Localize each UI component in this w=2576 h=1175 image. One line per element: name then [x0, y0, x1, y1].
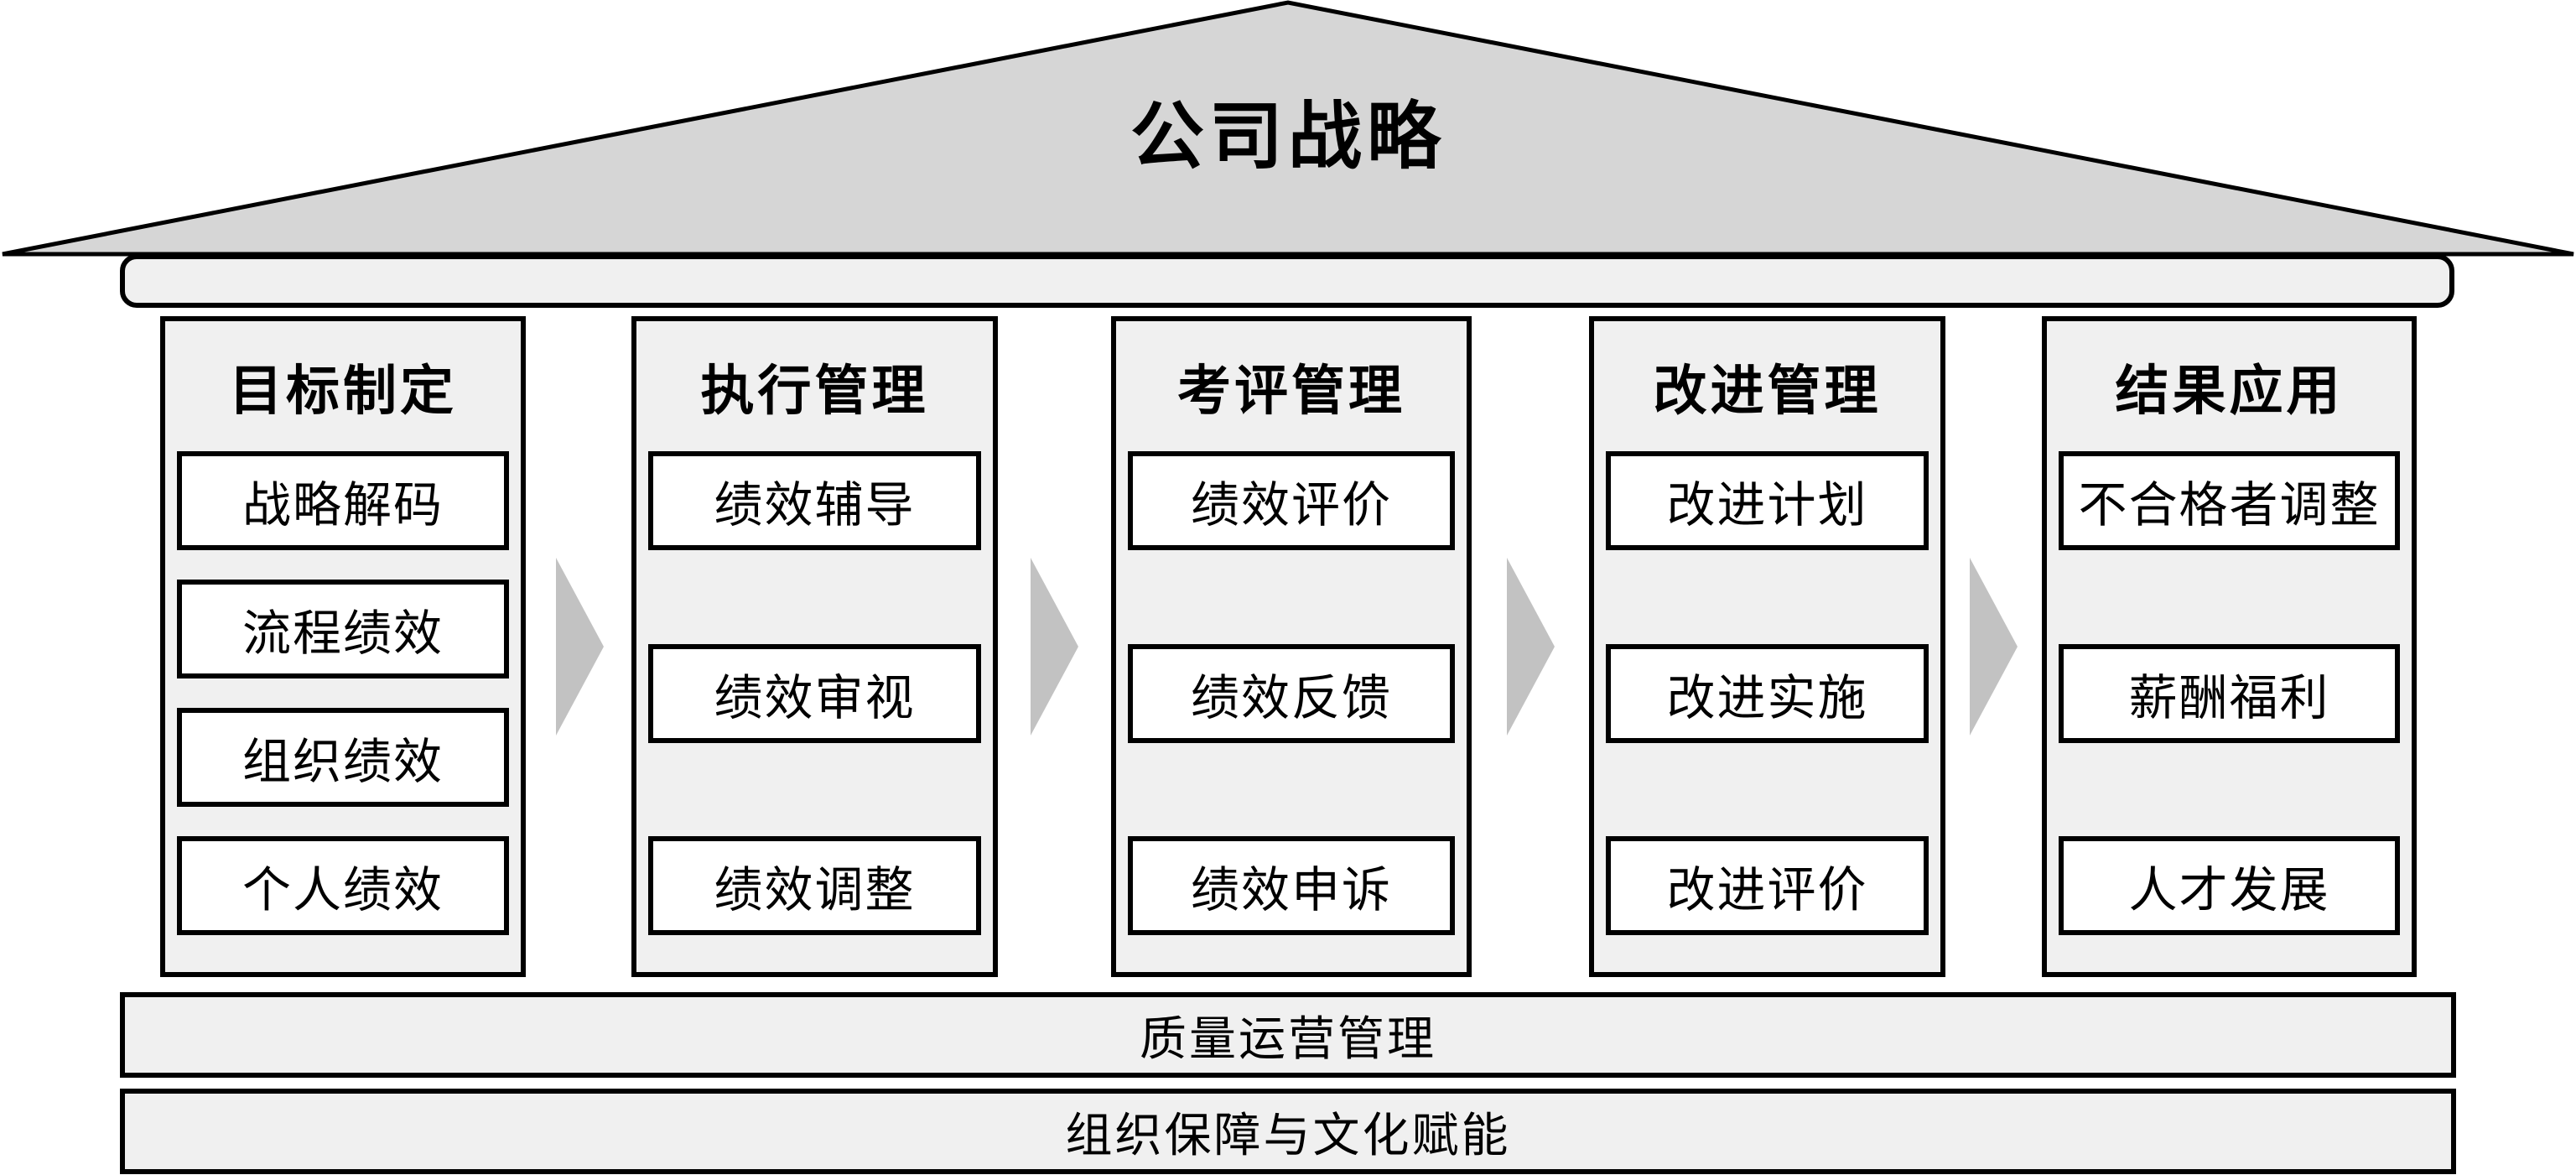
pillar-title: 结果应用 [2115, 361, 2344, 421]
foundation-bar-org-culture: 组织保障与文化赋能 [120, 1089, 2456, 1174]
pillar-box-list: 战略解码 流程绩效 组织绩效 个人绩效 [165, 451, 521, 972]
sub-box: 不合格者调整 [2059, 451, 2400, 550]
foundation-bar-label: 组织保障与文化赋能 [1065, 1110, 1511, 1162]
pillar-goal-setting: 目标制定 战略解码 流程绩效 组织绩效 个人绩效 [160, 316, 526, 977]
sub-box: 薪酬福利 [2059, 643, 2400, 743]
crossbeam [120, 254, 2454, 308]
pillar-title: 考评管理 [1177, 361, 1405, 421]
roof-triangle [2, 0, 2574, 257]
pillar-box-list: 不合格者调整 薪酬福利 人才发展 [2047, 451, 2412, 972]
flow-arrow-icon [1507, 558, 1555, 736]
pillar-box-list: 改进计划 改进实施 改进评价 [1594, 451, 1940, 972]
sub-box: 绩效评价 [1128, 451, 1455, 550]
sub-box: 绩效申诉 [1128, 836, 1455, 935]
flow-arrow-icon [1031, 558, 1078, 736]
pillar-title: 执行管理 [700, 361, 929, 421]
sub-box: 改进计划 [1606, 451, 1929, 550]
pillar-box-list: 绩效辅导 绩效审视 绩效调整 [636, 451, 993, 972]
pillar-title: 目标制定 [229, 361, 457, 421]
sub-box: 绩效审视 [648, 643, 981, 743]
flow-arrow-icon [1970, 558, 2018, 736]
pillar-execution-management: 执行管理 绩效辅导 绩效审视 绩效调整 [631, 316, 998, 977]
sub-box: 绩效辅导 [648, 451, 981, 550]
sub-box: 绩效调整 [648, 836, 981, 935]
sub-box: 个人绩效 [177, 836, 509, 935]
pillar-box-list: 绩效评价 绩效反馈 绩效申诉 [1116, 451, 1467, 972]
foundation-bar-label: 质量运营管理 [1140, 1013, 1436, 1066]
pillar-evaluation-management: 考评管理 绩效评价 绩效反馈 绩效申诉 [1111, 316, 1472, 977]
pillar-result-application: 结果应用 不合格者调整 薪酬福利 人才发展 [2042, 316, 2417, 977]
sub-box: 绩效反馈 [1128, 643, 1455, 743]
sub-box: 人才发展 [2059, 836, 2400, 935]
foundation-bar-quality-operations: 质量运营管理 [120, 992, 2456, 1078]
sub-box: 改进实施 [1606, 643, 1929, 743]
pillar-improvement-management: 改进管理 改进计划 改进实施 改进评价 [1589, 316, 1945, 977]
sub-box: 流程绩效 [177, 580, 509, 678]
sub-box: 组织绩效 [177, 708, 509, 807]
flow-arrow-icon [556, 558, 604, 736]
sub-box: 战略解码 [177, 451, 509, 550]
sub-box: 改进评价 [1606, 836, 1929, 935]
pillar-title: 改进管理 [1653, 361, 1882, 421]
